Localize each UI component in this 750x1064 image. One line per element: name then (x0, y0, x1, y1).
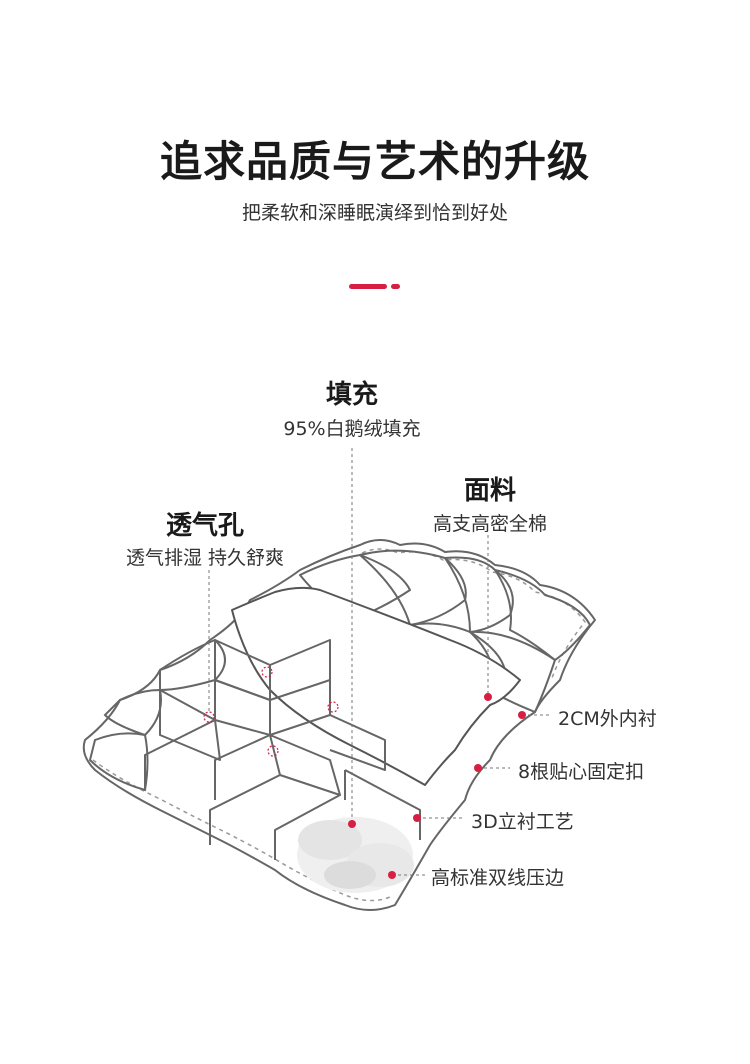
leader-lines (208, 448, 550, 876)
marker-dots (348, 693, 526, 879)
left-pillows (88, 638, 226, 792)
filling-desc: 95%白鹅绒填充 (283, 418, 421, 440)
vent-holes (203, 666, 339, 757)
filling-title: 填充 (325, 380, 378, 410)
duvet-outline (82, 539, 596, 911)
down-feather-illustration (297, 817, 414, 893)
compartment-wall (214, 700, 271, 800)
marker-lining (518, 711, 526, 719)
vent-desc: 透气排湿 持久舒爽 (125, 547, 285, 569)
compartment-wall (159, 689, 221, 761)
vent-hole-icon (327, 701, 339, 713)
marker-fabric (484, 693, 492, 701)
accent-bar-dot (391, 284, 400, 289)
page-subtitle: 把柔软和深睡眠演绎到恰到好处 (241, 202, 508, 224)
fabric-title: 面料 (463, 476, 516, 506)
compartment-wall (269, 639, 331, 680)
vent-hole-icon (267, 745, 279, 757)
pillow (103, 688, 162, 737)
accent-bar-long (349, 284, 387, 289)
compartment-wall (274, 794, 341, 860)
pillow (88, 732, 149, 792)
page-title: 追求品质与艺术的升级 (159, 137, 590, 186)
compartment-wall (209, 774, 281, 845)
marker-filling (348, 820, 356, 828)
vent-title: 透气孔 (165, 511, 244, 541)
fabric-desc: 高支高密全棉 (432, 513, 547, 535)
marker-buttons (474, 764, 482, 772)
border-stitching-top (361, 548, 586, 679)
compartment-wall (329, 714, 386, 771)
vent-hole-icon (261, 666, 273, 678)
craft-label: 3D立衬工艺 (471, 811, 574, 833)
compartment-wall (269, 734, 341, 796)
edge-label: 高标准双线压边 (431, 867, 565, 889)
compartment-wall (144, 719, 216, 790)
buttons-label: 8根贴心固定扣 (518, 761, 645, 783)
marker-craft (413, 814, 421, 822)
lining-label: 2CM外内衬 (558, 708, 657, 730)
compartment-wall (344, 769, 421, 840)
marker-edge (388, 871, 396, 879)
pillow (159, 638, 226, 692)
vent-hole-icon (203, 711, 215, 723)
pillow (494, 569, 591, 661)
